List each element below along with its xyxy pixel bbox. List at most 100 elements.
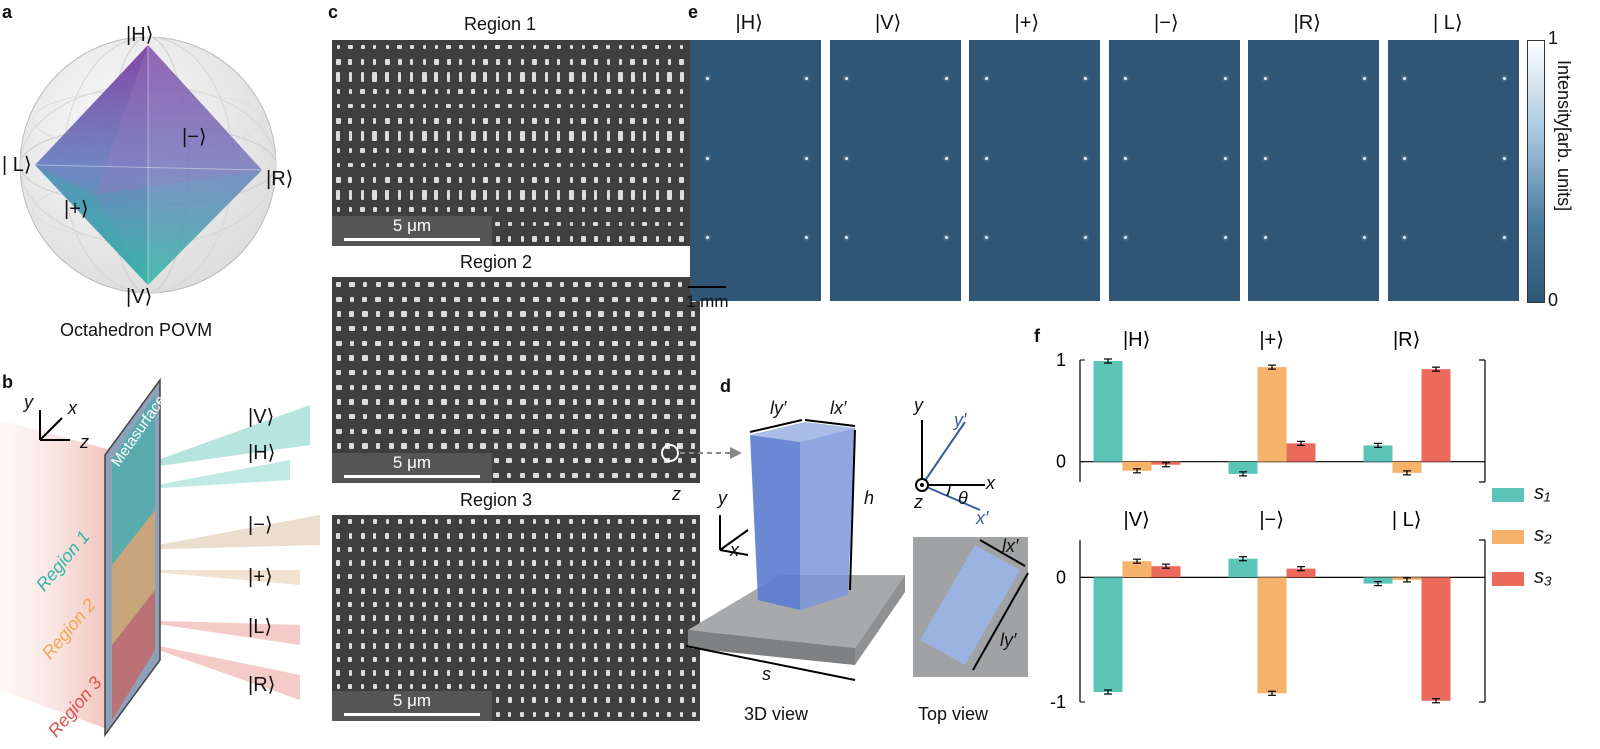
intensity-spot [1403, 235, 1407, 239]
bar [1257, 577, 1287, 694]
intensity-spot [1124, 235, 1128, 239]
y-tick-label: 0 [1056, 567, 1066, 587]
pol-state-label: |−⟩ [1154, 12, 1179, 34]
bar [1093, 577, 1123, 693]
d-axis-x: x [730, 540, 739, 560]
h-label: h [864, 488, 875, 508]
pol-image [1248, 40, 1379, 301]
pol-state-label: |H⟩ [735, 12, 763, 34]
output-minus-label: |−⟩ [248, 514, 273, 536]
panel-label-e: e [688, 2, 699, 22]
region-3-title: Region 3 [460, 490, 533, 510]
y-tick-label: -1 [1050, 692, 1066, 712]
output-l-label: |L⟩ [248, 616, 273, 638]
panel-label-a: a [2, 2, 13, 22]
pol-image [1108, 40, 1240, 301]
scale-label-3: 5 μm [392, 691, 432, 710]
pol-state-label: | L⟩ [1433, 12, 1463, 34]
intensity-spot [1363, 76, 1367, 80]
region-1-title: Region 1 [464, 14, 537, 34]
intensity-spot [845, 76, 849, 80]
y-tick-label: 0 [1056, 452, 1066, 472]
axis-x-label: x [68, 398, 77, 418]
intensity-spot [705, 235, 709, 239]
ly-label: ly′ [770, 398, 787, 418]
legend-label: s₂ [1534, 524, 1552, 546]
stokes-bar-chart: 10|H⟩|+⟩|R⟩0-1|V⟩|−⟩| L⟩ [1050, 329, 1486, 712]
category-label: |−⟩ [1259, 509, 1284, 531]
bar [1151, 566, 1181, 578]
pol-image [690, 40, 821, 301]
bar [1286, 443, 1316, 462]
intensity-spot [1403, 157, 1407, 161]
intensity-spot [1084, 235, 1088, 239]
category-label: |H⟩ [1123, 329, 1150, 351]
intensity-spot [1124, 76, 1128, 80]
scale-label-2: 5 μm [392, 453, 432, 472]
beam-minus [130, 515, 320, 550]
intensity-spot [984, 76, 988, 80]
intensity-spot [1223, 157, 1227, 161]
metasurface-schematic [0, 377, 320, 738]
intensity-spot [1223, 76, 1227, 80]
theta-label: θ [958, 488, 968, 508]
intensity-spot [944, 76, 948, 80]
beam-h [130, 460, 290, 490]
intensity-spot [1502, 235, 1506, 239]
intensity-spot [944, 157, 948, 161]
intensity-spot [1124, 157, 1128, 161]
legend-swatch [1492, 488, 1524, 502]
colorbar-max: 1 [1548, 28, 1559, 48]
intensity-spot [805, 235, 809, 239]
view-3d-caption: 3D view [744, 704, 809, 724]
sem-region-3: 5 μm [332, 515, 700, 721]
intensity-spot [1363, 157, 1367, 161]
top-lx-label: lx′ [1002, 536, 1019, 556]
pol-state-label: |V⟩ [875, 12, 902, 34]
y-tick-label: 1 [1056, 350, 1066, 370]
bar [1363, 577, 1393, 584]
category-label: |+⟩ [1259, 329, 1284, 351]
legend-swatch [1492, 572, 1524, 586]
intensity-spot [805, 157, 809, 161]
frame-y: y [914, 395, 923, 415]
output-h-label: |H⟩ [248, 442, 276, 464]
intensity-spot [705, 157, 709, 161]
panel-label-d: d [720, 376, 731, 396]
bar [1257, 367, 1287, 462]
output-plus-label: |+⟩ [248, 566, 273, 588]
legend-swatch [1492, 530, 1524, 544]
frame-yp: y′ [954, 410, 967, 430]
pol-image [829, 40, 961, 301]
scale-label-1: 5 μm [392, 216, 432, 235]
colorbar-label: Intensity[arb. units] [1554, 60, 1574, 212]
frame-x: x [986, 473, 995, 493]
top-ly-label: ly′ [1000, 630, 1017, 650]
view-top-caption: Top view [918, 704, 989, 724]
category-label: |V⟩ [1124, 509, 1150, 531]
intensity-spot [1403, 76, 1407, 80]
intensity-spot [845, 235, 849, 239]
d-axis-z: z [672, 484, 681, 504]
octahedron-caption: Octahedron POVM [60, 320, 213, 340]
intensity-spot [1263, 235, 1267, 239]
bar [1122, 461, 1152, 471]
state-minus-label: |−⟩ [182, 126, 207, 148]
intensity-spot [805, 76, 809, 80]
intensity-spot [1263, 157, 1267, 161]
state-l-label: | L⟩ [2, 154, 32, 176]
scale-bar-1mm [688, 286, 726, 288]
state-plus-label: |+⟩ [64, 198, 89, 220]
region-2-title: Region 2 [460, 252, 533, 272]
intensity-spot [845, 157, 849, 161]
octahedron-sphere [19, 36, 277, 294]
intensity-spot [1223, 235, 1227, 239]
colorbar [1527, 40, 1545, 303]
pol-state-label: |R⟩ [1293, 12, 1321, 34]
nanopillar-diagram [661, 419, 1029, 681]
pol-state-label: |+⟩ [1014, 12, 1040, 34]
lx-label: lx′ [830, 398, 847, 418]
intensity-spot [984, 235, 988, 239]
beam-v [130, 405, 310, 470]
